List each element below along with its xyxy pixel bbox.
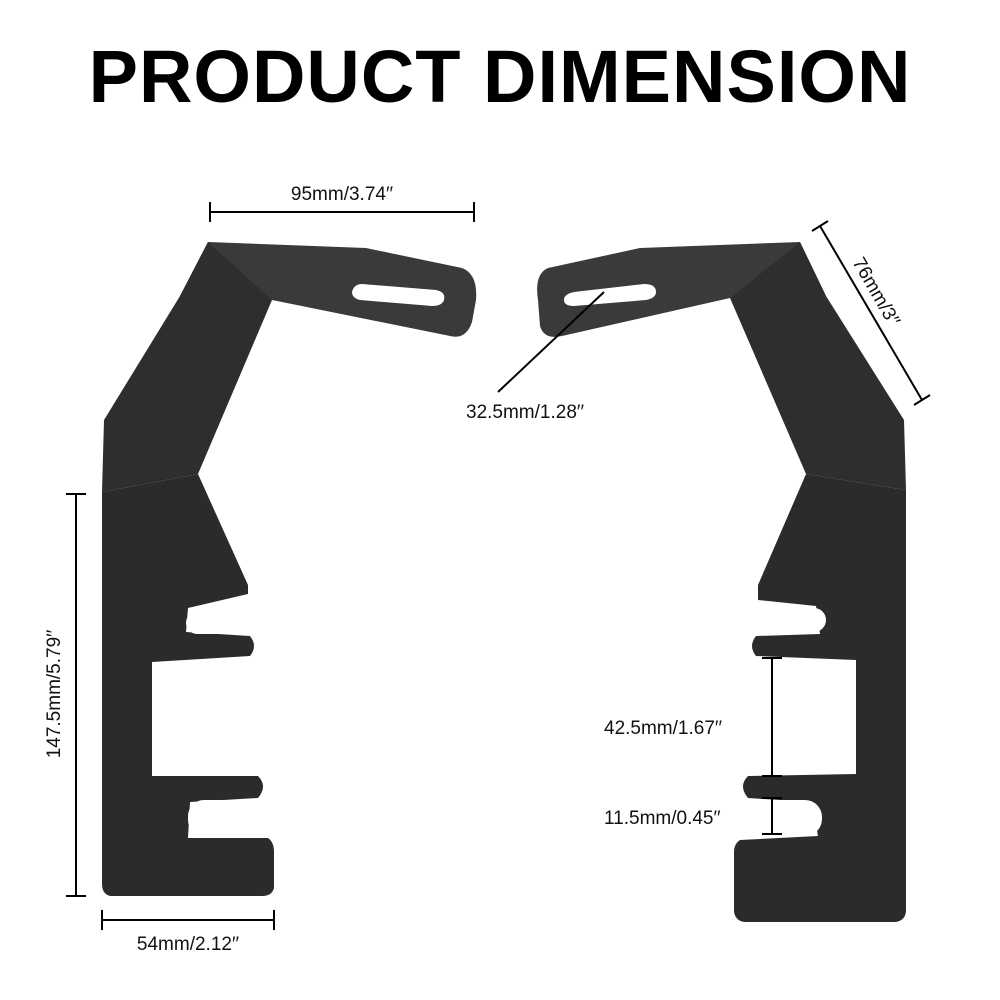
left-bracket-slot: [352, 284, 445, 306]
label-slot-width: 11.5mm/0.45′′: [604, 808, 721, 829]
left-bracket-lower-plate: [102, 474, 274, 896]
dim-line-side-length: [819, 225, 923, 401]
right-bracket-lower-plate: [734, 474, 906, 922]
page-title: PRODUCT DIMENSION: [88, 35, 912, 118]
left-bracket-slot-1: [186, 612, 250, 634]
right-bracket-slot-1: [760, 608, 826, 632]
dimension-lines: [66, 202, 931, 930]
left-bracket: [102, 242, 477, 896]
left-bracket-top-flange: [180, 242, 477, 337]
right-bracket-slot-2: [756, 800, 822, 836]
left-bracket-upper-body: [102, 242, 272, 492]
label-gap-height: 42.5mm/1.67′′: [604, 718, 722, 739]
label-base-width: 54mm/2.12′′: [137, 934, 240, 955]
right-bracket-upper-body: [730, 242, 906, 490]
right-bracket: [537, 242, 906, 922]
left-bracket-slot-2: [188, 800, 252, 836]
label-top-width: 95mm/3.74′′: [291, 184, 394, 205]
right-bracket-slot: [564, 284, 656, 306]
right-bracket-top-flange: [537, 242, 826, 337]
label-slot-length: 32.5mm/1.28′′: [466, 402, 584, 423]
label-height: 147.5mm/5.79′′: [44, 629, 65, 758]
dim-line-slot-leader: [497, 291, 605, 393]
label-side-length: 76mm/3′′: [848, 254, 904, 330]
